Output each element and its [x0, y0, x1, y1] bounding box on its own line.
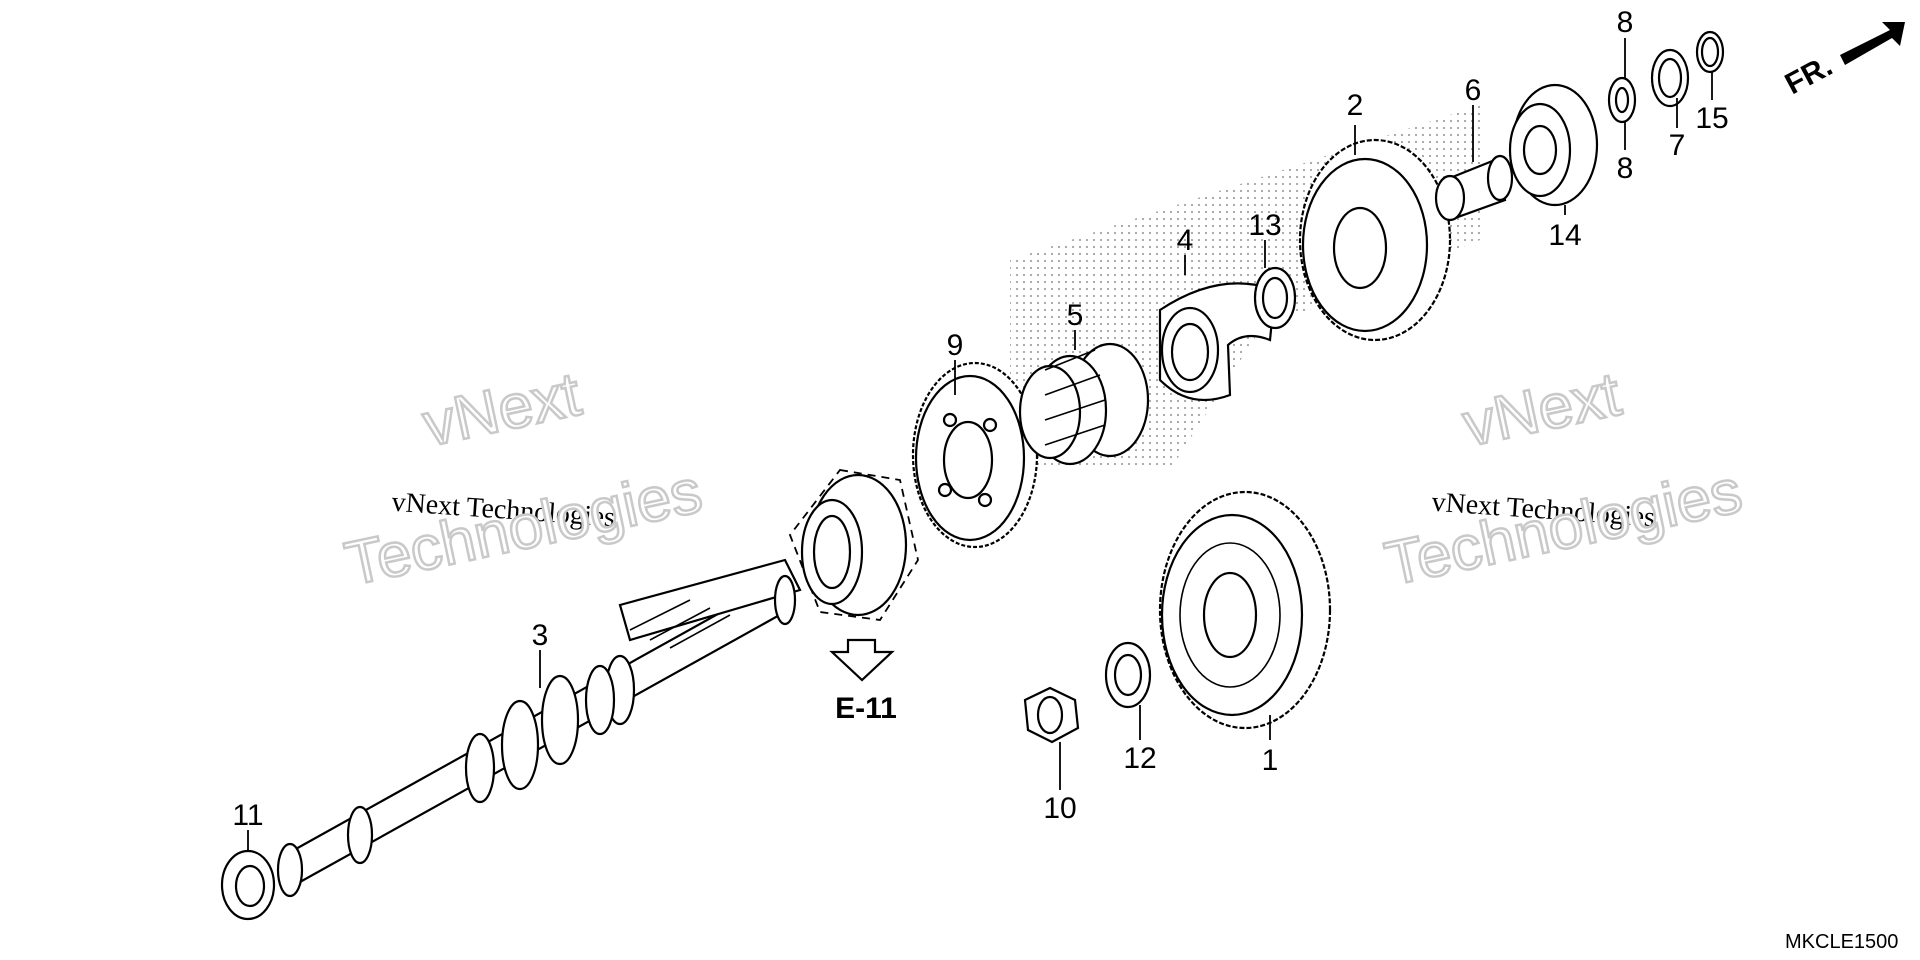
callout-10: 10	[1043, 792, 1076, 825]
callout-2: 2	[1347, 89, 1364, 122]
part-5-bushing	[1018, 342, 1150, 466]
watermark-right-line1: vNext	[1457, 360, 1626, 460]
part-15-circlip	[1695, 30, 1725, 74]
watermark-left: vNext vNext Technologies Technologies	[338, 358, 709, 600]
watermark-right-line3: Technologies	[1379, 457, 1747, 600]
part-11-nut	[220, 849, 276, 921]
callout-13: 13	[1248, 209, 1281, 242]
callout-12: 12	[1123, 742, 1156, 775]
callout-9: 9	[947, 329, 964, 362]
part-9-gear	[911, 361, 1039, 549]
part-4-collar	[1158, 282, 1277, 402]
part-14-bearing	[1508, 83, 1599, 207]
part-7-washer	[1650, 48, 1690, 108]
callout-1: 1	[1262, 744, 1279, 777]
watermark-right: vNext vNext Technologies Technologies	[1378, 358, 1749, 600]
callout-7: 7	[1669, 129, 1686, 162]
part-8-collets	[1607, 76, 1637, 124]
callout-15: 15	[1695, 102, 1728, 135]
callout-8-bottom: 8	[1617, 152, 1634, 185]
callout-8-top: 8	[1617, 6, 1634, 39]
part-3-shaft	[276, 558, 802, 898]
callout-leaders	[247, 38, 1713, 851]
callout-3: 3	[532, 619, 549, 652]
part-2-gear	[1298, 138, 1452, 342]
callout-6: 6	[1465, 74, 1482, 107]
part-1-gear	[1158, 490, 1332, 730]
bearing-reference-e11	[788, 469, 919, 682]
callout-4: 4	[1177, 224, 1194, 257]
front-direction-arrow-icon	[1840, 22, 1905, 65]
front-direction-label: FR.	[1780, 49, 1838, 101]
part-13-washer	[1253, 266, 1297, 330]
part-10-nut	[1023, 686, 1080, 744]
callout-5: 5	[1067, 299, 1084, 332]
watermark-left-line3: Technologies	[339, 457, 707, 600]
callout-11: 11	[232, 799, 263, 832]
watermark-left-line1: vNext	[417, 360, 586, 460]
reference-label: E-11	[835, 692, 897, 725]
callout-14: 14	[1548, 219, 1581, 252]
part-6-sleeve	[1434, 154, 1514, 222]
diagram-code: MKCLE1500	[1785, 931, 1898, 953]
part-12-washer	[1104, 641, 1152, 709]
reference-arrow-icon	[829, 638, 895, 682]
